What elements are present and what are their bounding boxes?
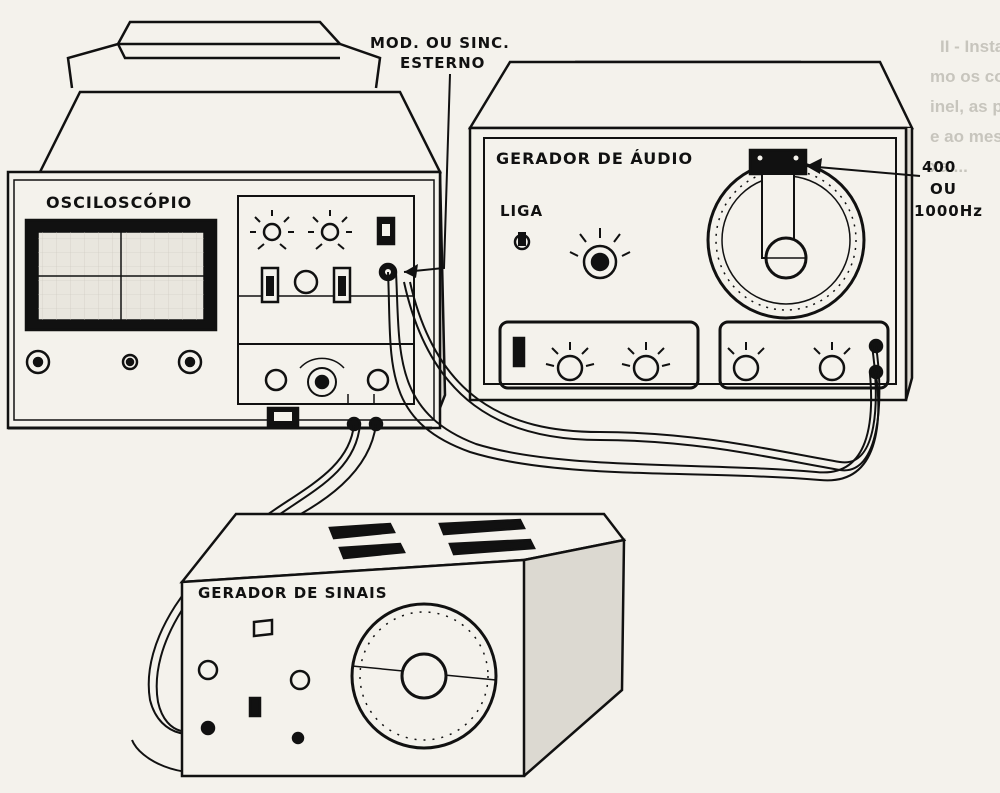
- output-jack[interactable]: [200, 720, 216, 736]
- knob[interactable]: [727, 342, 765, 382]
- bleed-line: II - Instalação no carro: [940, 37, 1000, 56]
- external-mod-label: ESTERNO: [400, 54, 485, 72]
- output-jack[interactable]: [291, 731, 305, 745]
- bleed-through-text: II - Instalação no carro mo os controles…: [930, 37, 1000, 176]
- oscilloscope-label: OSCILOSCÓPIO: [46, 193, 192, 212]
- arrowhead-icon: [806, 158, 822, 174]
- knob[interactable]: [197, 659, 219, 681]
- knob[interactable]: [569, 228, 631, 280]
- knob[interactable]: [264, 368, 288, 392]
- frequency-label: 400: [922, 158, 956, 176]
- knob[interactable]: [289, 669, 311, 691]
- signal-generator: GERADOR DE SINAIS: [179, 512, 627, 778]
- bleed-line: inel, as placas devem ...: [930, 97, 1000, 116]
- knob[interactable]: [545, 342, 595, 382]
- pointer-line: [403, 73, 451, 273]
- external-mod-label: MOD. OU SINC.: [370, 34, 510, 52]
- oscilloscope: OSCILOSCÓPIO: [6, 20, 447, 432]
- arrowhead-icon: [404, 264, 418, 278]
- pointer-line: [805, 165, 921, 177]
- bleed-line: mo os controles estão fixos: [930, 67, 1000, 86]
- audio-generator: GERADOR DE ÁUDIO LIGA: [467, 60, 914, 402]
- knob[interactable]: [813, 342, 851, 382]
- knob[interactable]: [621, 342, 671, 382]
- frequency-label: 1000Hz: [914, 202, 983, 220]
- frequency-label: OU: [930, 180, 957, 198]
- signal-generator-label: GERADOR DE SINAIS: [198, 584, 388, 602]
- knob[interactable]: [252, 618, 274, 638]
- toggle-switch[interactable]: [512, 336, 526, 368]
- bleed-line: xa ...: [930, 157, 968, 176]
- liga-label: LIGA: [500, 202, 543, 220]
- knob[interactable]: [366, 368, 390, 392]
- toggle-switch[interactable]: [248, 696, 262, 718]
- knob[interactable]: [293, 269, 319, 295]
- audio-generator-label: GERADOR DE ÁUDIO: [496, 149, 693, 168]
- knob[interactable]: [250, 210, 294, 250]
- dial-knob[interactable]: [400, 652, 448, 700]
- knob[interactable]: [308, 210, 352, 250]
- bleed-line: e ao mesmo ...: [930, 127, 1000, 146]
